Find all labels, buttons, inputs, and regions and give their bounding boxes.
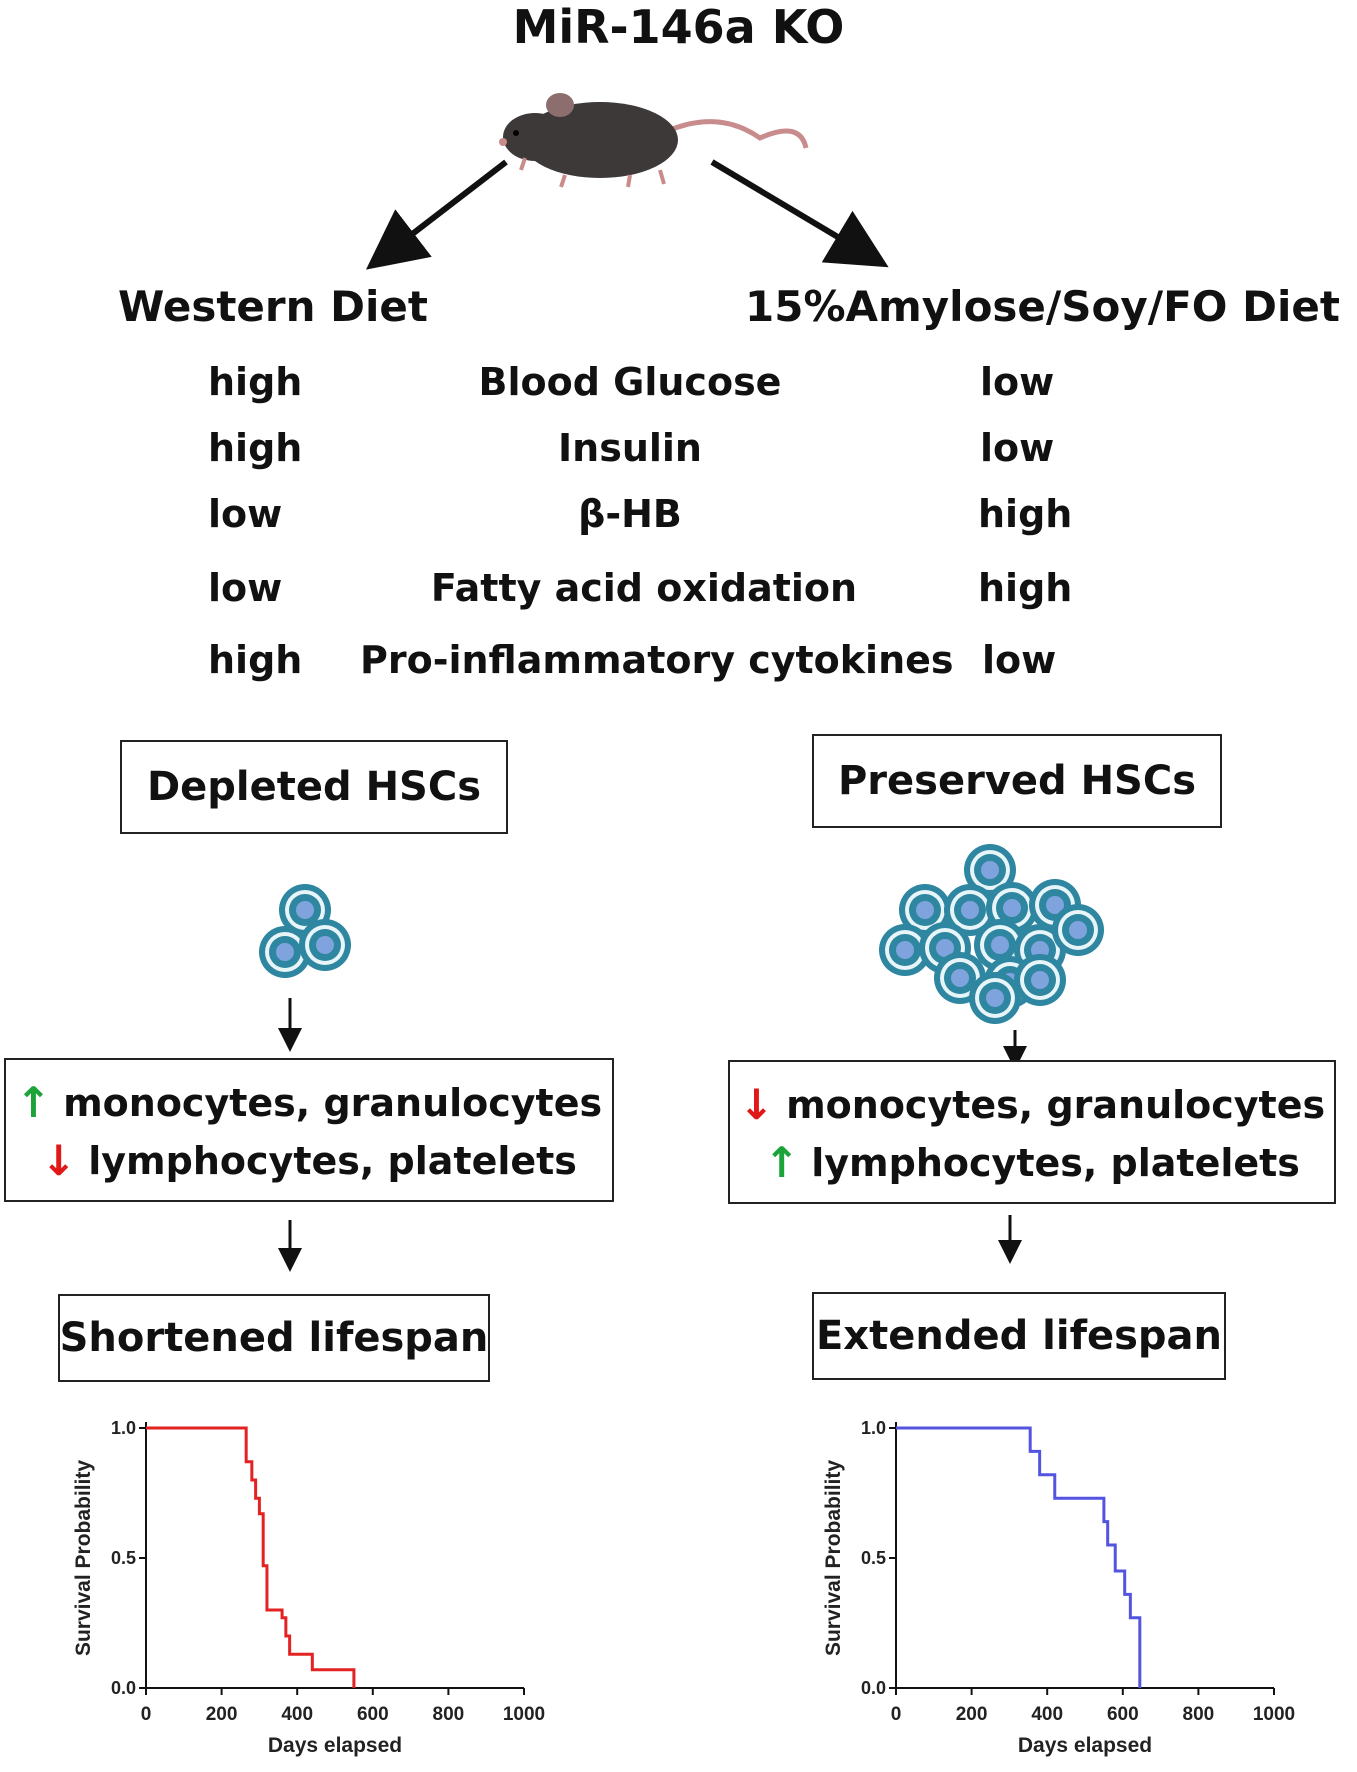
preserved-hscs-label: Preserved HSCs	[837, 758, 1197, 804]
amylose-diet-label: 15%Amylose/Soy/FO Diet	[745, 282, 1340, 331]
y-tick-label: 0.0	[861, 1678, 886, 1698]
x-tick-label: 1000	[1253, 1704, 1295, 1725]
western-level: high	[208, 426, 303, 470]
survival-curve	[896, 1426, 1142, 1688]
cell-change-text: monocytes, granulocytes	[63, 1080, 603, 1125]
arrow-down-icon: ↓	[41, 1136, 77, 1185]
y-tick-label: 0.5	[111, 1548, 136, 1568]
arrow-to-western-diet	[365, 159, 508, 270]
x-tick-label: 200	[956, 1704, 988, 1725]
amylose-level: low	[980, 426, 1055, 470]
arrow-to-amylose-diet	[710, 159, 889, 268]
depleted-hscs-label: Depleted HSCs	[146, 764, 482, 810]
mouse-icon	[499, 93, 809, 188]
y-tick-label: 1.0	[111, 1418, 136, 1438]
x-tick-label: 0	[891, 1704, 902, 1725]
cell-change-line: ↑ monocytes, granulocytes	[6, 1078, 612, 1127]
y-axis-label: Survival Probability	[822, 1460, 845, 1656]
depleted-hscs-box: Depleted HSCs	[120, 740, 508, 834]
hsc-cell-illustrations	[259, 844, 1104, 1272]
cell-change-line: ↑ lymphocytes, platelets	[730, 1138, 1334, 1187]
survival-curve	[146, 1426, 356, 1688]
western-cell-changes-box: ↑ monocytes, granulocytes ↓ lymphocytes,…	[4, 1058, 614, 1202]
arrow-up-icon: ↑	[15, 1078, 52, 1127]
western-level: low	[208, 566, 283, 610]
metric-label: Pro-inflammatory cytokines	[360, 638, 954, 682]
arrow-down-icon: ↓	[738, 1080, 775, 1129]
metric-label: Insulin	[558, 426, 702, 470]
x-tick-label: 400	[281, 1704, 313, 1725]
x-tick-label: 200	[206, 1704, 238, 1725]
metric-label: Fatty acid oxidation	[430, 566, 858, 610]
y-tick-label: 1.0	[861, 1418, 886, 1438]
cell-change-text: lymphocytes, platelets	[88, 1138, 577, 1183]
metric-label: β-HB	[578, 492, 682, 536]
amylose-level: high	[978, 566, 1073, 610]
preserved-cell-cluster-icon	[879, 844, 1104, 1024]
western-level: high	[208, 638, 303, 682]
x-axis-label: Days elapsed	[268, 1734, 402, 1757]
x-tick-label: 800	[433, 1704, 465, 1725]
depleted-cell-cluster-icon	[259, 884, 351, 978]
amylose-level: low	[982, 638, 1057, 682]
cell-change-line: ↓ monocytes, granulocytes	[730, 1080, 1334, 1129]
extended-lifespan-label: Extended lifespan	[815, 1313, 1223, 1359]
western-diet-label: Western Diet	[118, 282, 428, 331]
metric-label: Blood Glucose	[478, 360, 782, 404]
shortened-lifespan-box: Shortened lifespan	[58, 1294, 490, 1382]
extended-lifespan-box: Extended lifespan	[812, 1292, 1226, 1380]
amylose-level: low	[980, 360, 1055, 404]
x-tick-label: 1000	[503, 1704, 545, 1725]
diagram-title: MiR-146a KO	[512, 0, 845, 54]
mouse-and-branch-arrows	[365, 93, 889, 270]
x-tick-label: 600	[357, 1704, 389, 1725]
amylose-level: high	[978, 492, 1073, 536]
x-tick-label: 0	[141, 1704, 152, 1725]
x-tick-label: 800	[1183, 1704, 1215, 1725]
arrow-up-icon: ↑	[764, 1138, 800, 1187]
x-axis-label: Days elapsed	[1018, 1734, 1152, 1757]
shortened-lifespan-label: Shortened lifespan	[59, 1315, 489, 1361]
y-tick-label: 0.5	[861, 1548, 886, 1568]
cell-change-text: monocytes, granulocytes	[786, 1082, 1326, 1127]
y-axis-label: Survival Probability	[72, 1460, 95, 1656]
x-tick-label: 600	[1107, 1704, 1139, 1725]
y-tick-label: 0.0	[111, 1678, 136, 1698]
preserved-hscs-box: Preserved HSCs	[812, 734, 1222, 828]
western-level: low	[208, 492, 283, 536]
amylose-cell-changes-box: ↓ monocytes, granulocytes ↑ lymphocytes,…	[728, 1060, 1336, 1204]
cell-change-text: lymphocytes, platelets	[811, 1140, 1300, 1185]
cell-change-line: ↓ lymphocytes, platelets	[6, 1136, 612, 1185]
western-level: high	[208, 360, 303, 404]
x-tick-label: 400	[1031, 1704, 1063, 1725]
